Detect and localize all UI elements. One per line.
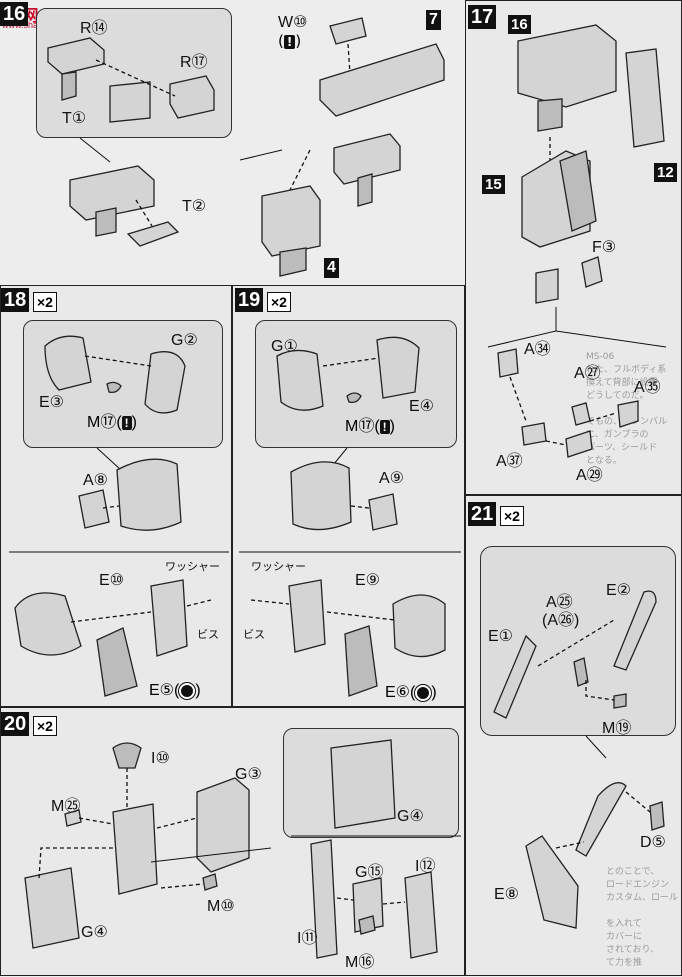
step-16-diagram — [47, 37, 215, 247]
step-20-number: 20 — [1, 712, 30, 736]
part-label-e3: E③ — [39, 394, 65, 411]
part-label-d5: D⑤ — [640, 834, 666, 851]
step-19-multiplier: ×2 — [267, 292, 291, 312]
washer-label: ワッシャー — [165, 560, 220, 573]
part-label-i12: I⑫ — [415, 858, 436, 875]
part-label-4: 4 — [324, 258, 339, 278]
step-19-panel: 19 ×2 G① E④ M⑰(!) A⑨ ワッシャー E⑨ ビス — [232, 285, 465, 707]
part-label-e6: E⑥ — [385, 684, 411, 701]
part-label-g2: G② — [171, 332, 198, 349]
caution-icon: ! — [379, 420, 390, 434]
part-label-e5-with-sticker: E⑤() — [149, 681, 201, 700]
step-21-number: 21 — [468, 502, 497, 526]
part-label-e10: E⑩ — [99, 572, 125, 589]
part-label-i10: I⑩ — [151, 750, 170, 767]
part-label-a9: A⑨ — [379, 470, 405, 487]
step-21-multiplier: ×2 — [500, 506, 524, 526]
step-18-multiplier: ×2 — [33, 292, 57, 312]
part-label-i11: I⑪ — [297, 930, 318, 947]
step-16-panel: 16 R⑭ R⑰ T① T② — [0, 0, 240, 285]
part-label-f3: F③ — [592, 239, 617, 256]
part-label-m25: M㉕ — [51, 798, 81, 815]
part-label-t2: T② — [182, 198, 207, 215]
part-label-a37: A㊲ — [496, 453, 523, 470]
part-label-m17-with-caution: M⑰(!) — [345, 418, 395, 435]
step-21-panel: 21 ×2 とのことで、 ロードエンジン カスタム、ロール を入れて カバーに … — [465, 495, 682, 976]
part-label-w10: W⑩ — [278, 14, 308, 31]
caution-icon: ! — [121, 416, 132, 430]
body-diagram — [239, 17, 445, 277]
part-label-g4-main: G④ — [81, 924, 108, 941]
part-label-e4: E④ — [409, 398, 435, 415]
part-label-g1: G① — [271, 338, 298, 355]
part-label-a29: A㉙ — [576, 467, 603, 484]
step-18-number: 18 — [1, 288, 30, 312]
part-label-e2: E② — [606, 582, 632, 599]
part-label-e1: E① — [488, 628, 514, 645]
part-label-m17-with-caution: M⑰(!) — [87, 414, 137, 431]
part-label-g4-sub: G④ — [397, 808, 424, 825]
step-20-multiplier: ×2 — [33, 716, 57, 736]
part-label-m10: M⑩ — [207, 898, 235, 915]
seal-sticker-icon — [414, 683, 433, 702]
part-label-e6-with-sticker: E⑥() — [385, 683, 437, 702]
step-18-panel: 18 ×2 G② E③ M⑰(!) A⑧ ワッシャー E⑩ ビス — [0, 285, 232, 707]
part-label-g3: G③ — [235, 766, 262, 783]
part-label-12: 12 — [654, 163, 677, 182]
step-20-panel: 20 ×2 I⑩ M㉕ G③ G④ M⑩ — [0, 707, 465, 976]
part-label-t1: T① — [62, 110, 87, 127]
step-20-diagram — [24, 739, 461, 959]
step-19-number: 19 — [235, 288, 264, 312]
step-17-diagram — [487, 24, 667, 458]
background-text-right-low: とのことで、 ロードエンジン カスタム、ロール を入れて カバーに されており、… — [606, 867, 679, 968]
part-label-m17: M⑰ — [87, 414, 117, 431]
part-label-e8: E⑧ — [494, 886, 520, 903]
step-21-subassembly-box — [480, 546, 676, 736]
step-19-diagram — [239, 336, 461, 697]
screw-label: ビス — [243, 628, 265, 641]
part-label-a27: A㉗ — [574, 365, 601, 382]
part-label-a35: A㉟ — [634, 379, 661, 396]
part-label-a8: A⑧ — [83, 472, 109, 489]
part-label-e5: E⑤ — [149, 682, 175, 699]
part-label-r17: R⑰ — [180, 54, 208, 71]
part-label-r14: R⑭ — [80, 20, 108, 37]
part-label-g15: G⑮ — [355, 864, 384, 881]
step-17-panel: 17 MS-06 れた、フルボディ系 換えて背部に設置 どうしてのだ。 でもの、… — [465, 0, 682, 495]
part-label-15: 15 — [482, 175, 505, 194]
part-label-m17: M⑰ — [345, 418, 375, 435]
step-16-number: 16 — [0, 2, 29, 26]
washer-label: ワッシャー — [251, 560, 306, 573]
part-label-a34: A㉞ — [524, 341, 551, 358]
step-21-diagram — [493, 590, 665, 929]
step-18-diagram — [9, 335, 229, 697]
step-body-panel: W⑩ (!) 7 4 — [239, 0, 465, 285]
screw-label: ビス — [197, 628, 219, 641]
part-label-16: 16 — [508, 15, 531, 34]
part-label-7: 7 — [426, 10, 441, 30]
step-17-number: 17 — [468, 5, 497, 29]
part-label-a25: A㉕ — [546, 594, 573, 611]
part-label-a26: (A㉖) — [542, 612, 580, 629]
part-label-m16: M⑯ — [345, 954, 375, 971]
part-label-m19: M⑲ — [602, 720, 632, 737]
part-label-e9: E⑨ — [355, 572, 381, 589]
caution-mark: (!) — [278, 32, 302, 50]
seal-sticker-icon — [178, 681, 197, 700]
